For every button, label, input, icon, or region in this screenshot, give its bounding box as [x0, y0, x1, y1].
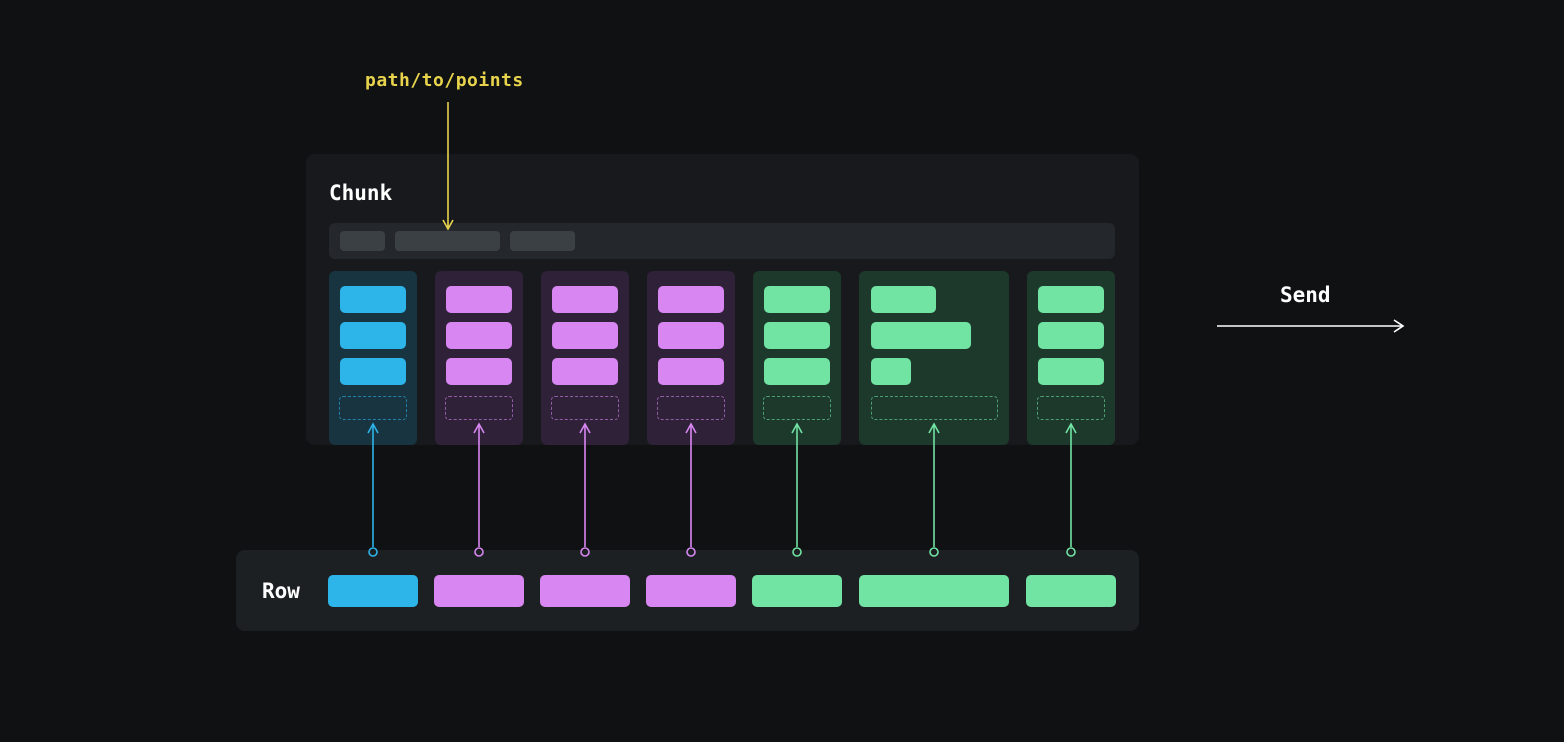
chunk-bar [446, 286, 512, 313]
chunk-bar [1038, 322, 1104, 349]
chunk-bar [1038, 358, 1104, 385]
empty-slot [763, 396, 831, 420]
row-label: Row [262, 578, 300, 603]
empty-slot [657, 396, 725, 420]
chunk-bar [871, 358, 911, 385]
chunk-column-3 [541, 271, 629, 445]
row-cell-5 [752, 575, 842, 607]
path-annotation-label: path/to/points [365, 70, 524, 91]
chunk-columns [306, 154, 1139, 445]
row-cell-7 [1026, 575, 1116, 607]
send-label: Send [1280, 283, 1331, 307]
chunk-column-7 [1027, 271, 1115, 445]
chunk-bar [658, 286, 724, 313]
chunk-bar [658, 322, 724, 349]
chunk-bar [764, 322, 830, 349]
chunk-title: Chunk [329, 181, 393, 205]
chunk-column-1 [329, 271, 417, 445]
chunk-bar [764, 286, 830, 313]
chunk-column-4 [647, 271, 735, 445]
row-cell-3 [540, 575, 630, 607]
empty-slot [551, 396, 619, 420]
send-arrow-head [1393, 319, 1405, 333]
chunk-bar [552, 358, 618, 385]
row-cell-1 [328, 575, 418, 607]
chunk-bar [871, 322, 971, 349]
chunk-column-2 [435, 271, 523, 445]
empty-slot [870, 396, 998, 420]
empty-slot [339, 396, 407, 420]
chunk-bar [446, 322, 512, 349]
chunk-bar [552, 286, 618, 313]
chunk-bar [658, 358, 724, 385]
header-pill-3 [510, 231, 575, 251]
chunk-bar [446, 358, 512, 385]
chunk-bar [340, 322, 406, 349]
chunk-bar [871, 286, 936, 313]
header-pill-2 [395, 231, 500, 251]
row-cell-6 [859, 575, 1009, 607]
chunk-panel: Chunk [306, 154, 1139, 445]
chunk-bar [340, 358, 406, 385]
header-pill-1 [340, 231, 385, 251]
row-cell-4 [646, 575, 736, 607]
row-cell-2 [434, 575, 524, 607]
row-panel: Row [236, 550, 1139, 631]
chunk-bar [764, 358, 830, 385]
chunk-bar [340, 286, 406, 313]
empty-slot [445, 396, 513, 420]
chunk-column-6 [859, 271, 1009, 445]
empty-slot [1037, 396, 1105, 420]
chunk-header-bar [329, 223, 1115, 259]
chunk-bar [552, 322, 618, 349]
chunk-bar [1038, 286, 1104, 313]
chunk-column-5 [753, 271, 841, 445]
